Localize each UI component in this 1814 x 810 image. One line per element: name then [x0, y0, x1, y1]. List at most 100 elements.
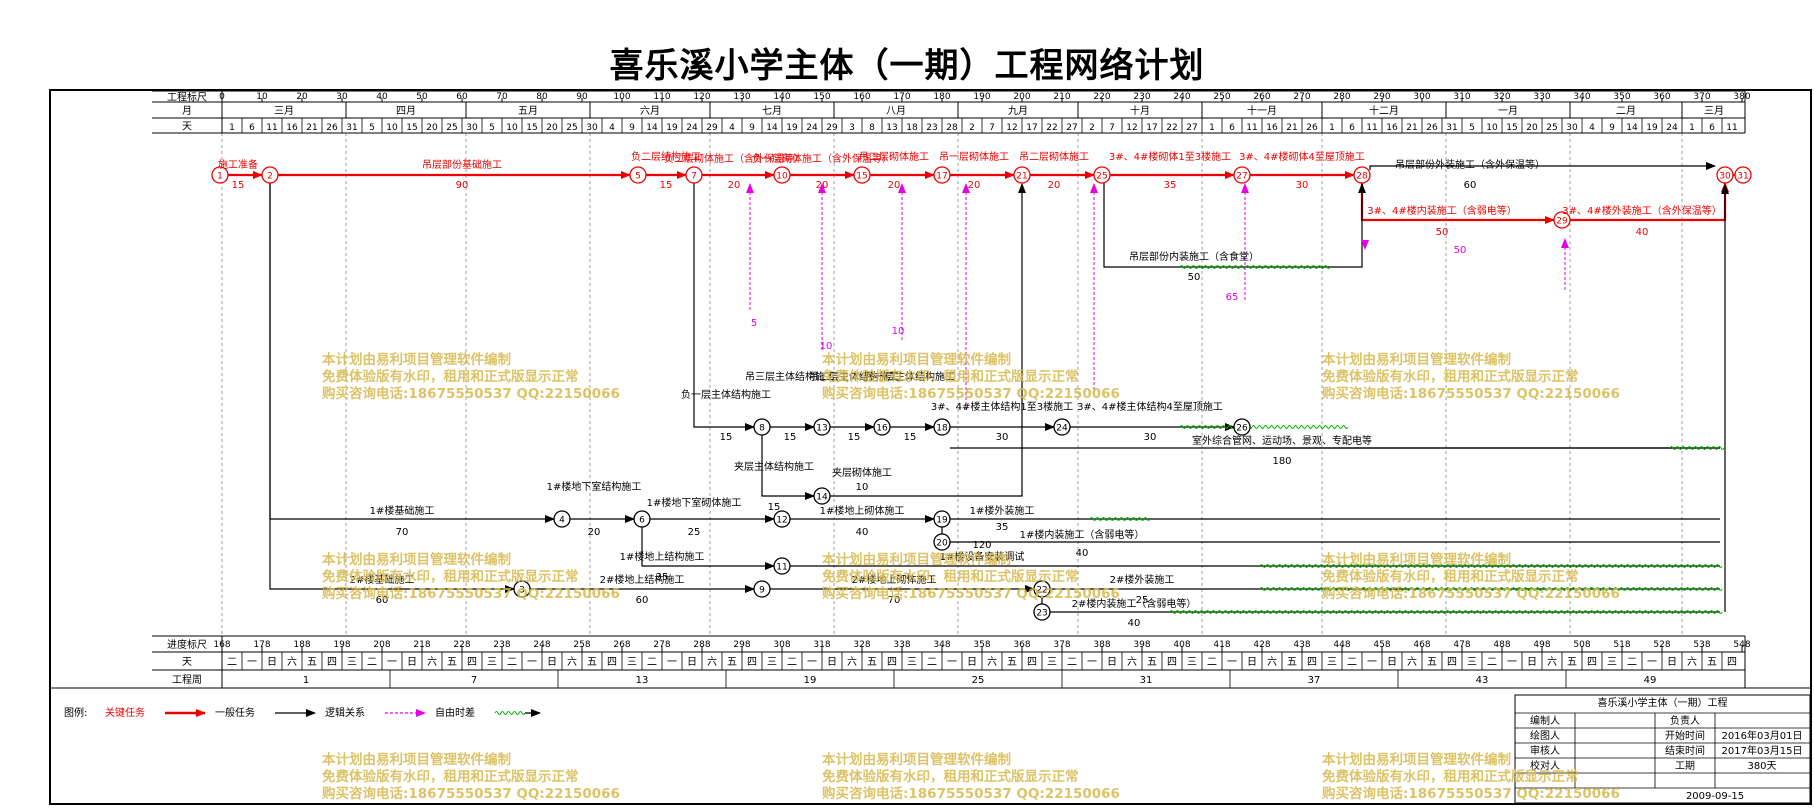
node-number: 23 — [1036, 609, 1047, 619]
watermark-text: 本计划由易利项目管理软件编制免费体验版有水印，租用和正式版显示正常购买咨询电话:… — [822, 352, 1120, 403]
weekday-label: 一 — [247, 657, 257, 668]
node-circle — [933, 510, 951, 528]
week-label: 31 — [1140, 675, 1153, 686]
node-number: 7 — [691, 172, 697, 182]
scale-tick-label: 360 — [1653, 92, 1670, 102]
node-number: 22 — [1036, 586, 1047, 596]
day-label: 1 — [229, 123, 235, 133]
node-number: 4 — [559, 516, 565, 526]
task-duration: 35 — [1164, 180, 1177, 191]
node-number: 16 — [876, 424, 888, 434]
info-cell: 负责人 — [1670, 714, 1700, 727]
week-label: 43 — [1476, 675, 1489, 686]
weekday-label: 一 — [1227, 657, 1237, 668]
node-circle — [1053, 418, 1071, 436]
task-duration: 180 — [1272, 456, 1291, 467]
month-label: 六月 — [640, 105, 660, 117]
progress-tick-label: 198 — [333, 640, 350, 650]
info-cell: 编制人 — [1530, 714, 1560, 727]
progress-tick-label: 248 — [533, 640, 550, 650]
weekday-label: 二 — [1207, 657, 1217, 668]
weekday-label: 六 — [847, 656, 857, 668]
weekday-label: 三 — [1607, 657, 1617, 668]
task-label: 吊层部份外装施工（含外保温等） — [1395, 158, 1545, 171]
node-circle — [773, 510, 791, 528]
watermark-line: 本计划由易利项目管理软件编制 — [1322, 752, 1511, 768]
task-duration: 50 — [1436, 227, 1449, 238]
scale-tick-label: 200 — [1013, 92, 1030, 102]
task-duration: 60 — [1464, 180, 1477, 191]
progress-tick-label: 178 — [253, 640, 270, 650]
progress-tick-label: 318 — [813, 640, 830, 650]
weekday-label: 六 — [1407, 656, 1417, 668]
task-label: 负一层砌体施工（含外保温等） — [752, 152, 892, 165]
task-duration: 40 — [856, 527, 869, 538]
weekday-label: 五 — [727, 657, 737, 668]
bottom-row-label: 进度标尺 — [167, 638, 207, 651]
day-label: 21 — [306, 123, 317, 133]
task-arrow — [693, 183, 755, 431]
progress-tick-label: 458 — [1373, 640, 1390, 650]
day-label: 18 — [906, 123, 918, 133]
weekday-label: 四 — [1587, 657, 1597, 668]
scale-tick-label: 250 — [1213, 92, 1230, 102]
task-duration: 30 — [996, 432, 1009, 443]
progress-tick-label: 478 — [1453, 640, 1470, 650]
task-label: 3#、4#楼砌体1至3楼施工 — [1109, 150, 1231, 163]
task-label: 夹层砌体施工 — [832, 466, 892, 479]
node-number: 20 — [936, 539, 948, 549]
watermark-line: 本计划由易利项目管理软件编制 — [822, 552, 1011, 568]
task-duration: 15 — [232, 180, 245, 191]
day-label: 15 — [1506, 123, 1517, 133]
day-label: 6 — [1709, 123, 1715, 133]
weekday-label: 四 — [887, 657, 897, 668]
weekday-label: 三 — [1187, 657, 1197, 668]
weekday-label: 日 — [267, 657, 277, 668]
task-duration: 30 — [1144, 432, 1157, 443]
weekday-label: 二 — [367, 657, 377, 668]
weekday-label: 四 — [1167, 657, 1177, 668]
node-circle — [1013, 166, 1031, 184]
day-label: 21 — [1406, 123, 1417, 133]
day-label: 24 — [686, 123, 698, 133]
scale-tick-label: 380 — [1733, 92, 1750, 102]
node-number: 26 — [1236, 424, 1248, 434]
weekday-label: 六 — [1687, 656, 1697, 668]
legend-float-wave — [494, 711, 526, 715]
day-label: 20 — [1526, 123, 1538, 133]
progress-tick-label: 388 — [1093, 640, 1110, 650]
month-label: 二月 — [1616, 105, 1636, 117]
day-label: 31 — [346, 123, 357, 133]
scale-tick-label: 40 — [376, 92, 388, 102]
watermark-line: 免费体验版有水印，租用和正式版显示正常 — [1322, 769, 1579, 785]
watermark-text: 本计划由易利项目管理软件编制免费体验版有水印，租用和正式版显示正常购买咨询电话:… — [822, 752, 1120, 803]
task-duration: 60 — [636, 595, 649, 606]
week-label: 49 — [1644, 675, 1657, 686]
watermark-line: 本计划由易利项目管理软件编制 — [1322, 352, 1511, 368]
weekday-label: 五 — [1007, 657, 1017, 668]
day-label: 19 — [786, 123, 798, 133]
scale-tick-label: 310 — [1453, 92, 1470, 102]
day-label: 21 — [1286, 123, 1297, 133]
scale-tick-label: 100 — [613, 92, 630, 102]
day-label: 10 — [506, 123, 518, 133]
task-duration: 15 — [848, 432, 861, 443]
day-label: 6 — [1229, 123, 1235, 133]
progress-tick-label: 288 — [693, 640, 710, 650]
weekday-label: 四 — [327, 657, 337, 668]
weekday-label: 四 — [467, 657, 477, 668]
task-duration: 30 — [1296, 180, 1309, 191]
progress-tick-label: 408 — [1173, 640, 1190, 650]
weekday-label: 四 — [747, 657, 757, 668]
weekday-label: 三 — [907, 657, 917, 668]
day-label: 10 — [1486, 123, 1498, 133]
month-label: 十月 — [1130, 104, 1150, 117]
month-label: 三月 — [1704, 105, 1724, 117]
progress-tick-label: 448 — [1333, 640, 1350, 650]
weekday-label: 一 — [1087, 657, 1097, 668]
month-label: 七月 — [762, 105, 782, 117]
legend-logic-label: 逻辑关系 — [325, 706, 365, 719]
progress-tick-label: 378 — [1053, 640, 1070, 650]
weekday-label: 四 — [1027, 657, 1037, 668]
node-number: 8 — [759, 424, 765, 434]
